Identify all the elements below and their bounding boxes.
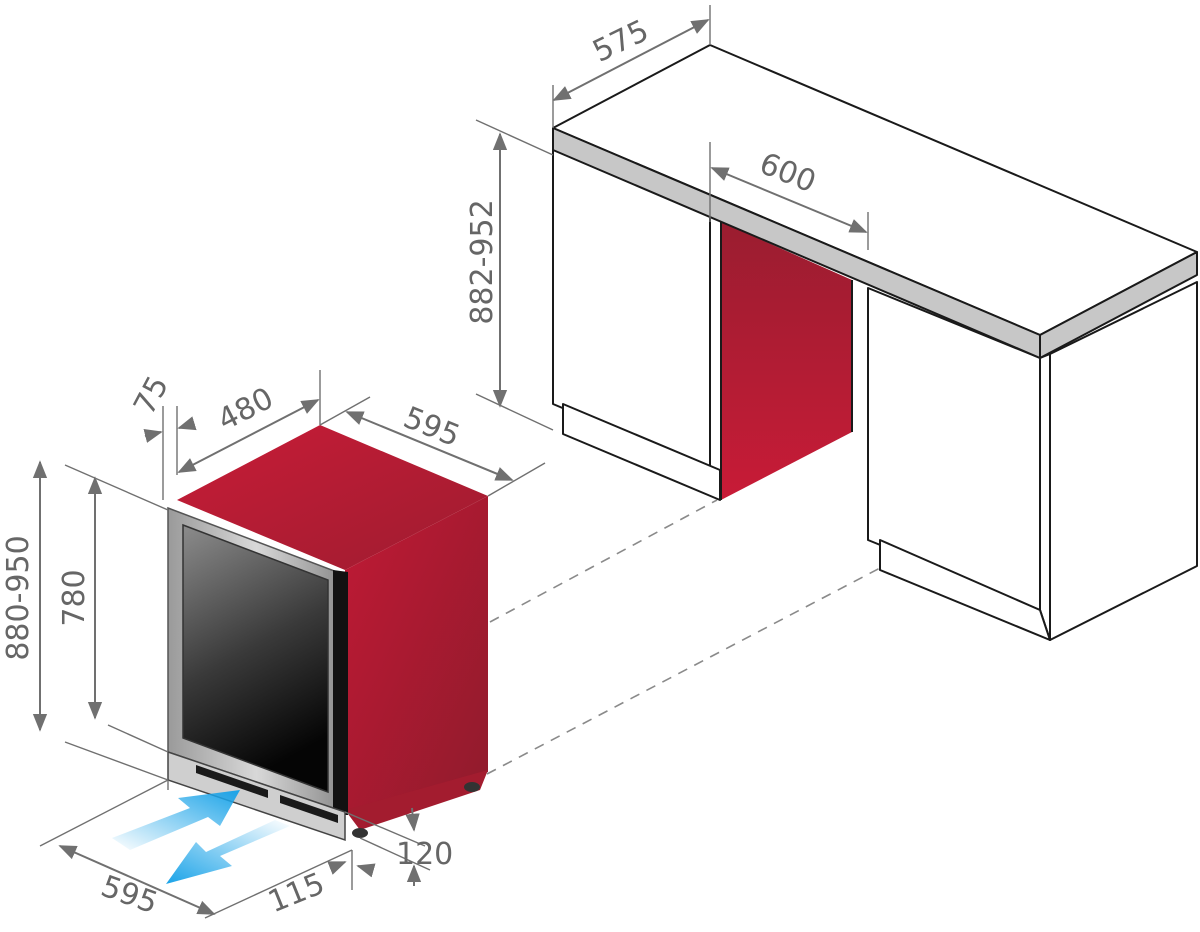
right-cabinet-plinth [879,539,1051,641]
right-cabinet-side [1039,353,1051,641]
cooler-foot [352,828,368,838]
air-exhaust-arrow [166,820,290,884]
label-floor-width: 595 [96,869,162,921]
appliance-niche [721,222,852,500]
vent-slot [280,795,338,823]
right-cabinet-back [1049,281,1198,641]
projection-lines [486,499,881,775]
label-appliance-width: 595 [398,400,464,454]
door-seal [333,570,348,815]
label-counter-height: 882-952 [465,199,500,324]
wine-cooler [167,425,488,842]
door-glass [182,523,329,794]
cooler-side [345,496,488,815]
label-appliance-depth: 480 [212,381,279,438]
label-door-offset: 75 [127,370,176,420]
cooler-foot [464,782,480,792]
dimension-lines [32,5,869,919]
countertop-side-edge [1039,251,1198,359]
label-floor-depth: 115 [263,866,329,920]
vent-slot [196,765,268,798]
cooler-plinth-side [345,770,488,830]
air-intake-arrow [112,790,240,850]
label-total-height: 880-950 [1,535,36,660]
label-counter-depth: 575 [587,13,654,70]
dimension-labels: 575 882-952 600 75 480 595 880-950 780 1… [1,13,821,921]
kitchen-counter [552,44,1198,641]
label-base-clearance: 120 [396,837,453,872]
label-body-height: 780 [57,569,92,626]
